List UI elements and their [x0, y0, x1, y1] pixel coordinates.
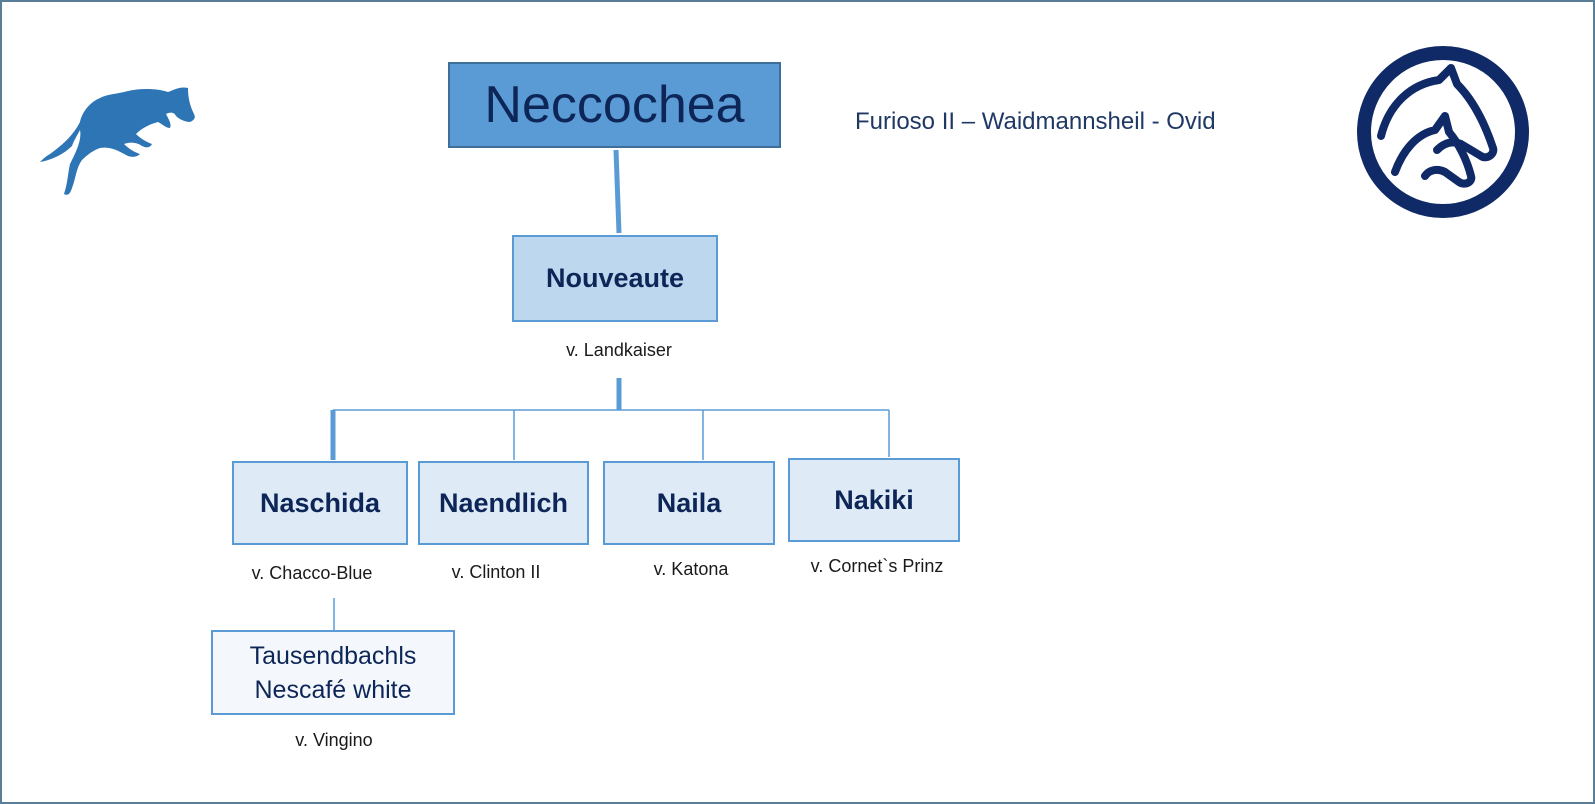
grandchild-horse-box: Tausendbachls Nescafé white: [211, 630, 455, 715]
root-pedigree-text: Furioso II – Waidmannsheil - Ovid: [855, 108, 1216, 135]
child-sire-label: v. Katona: [653, 559, 729, 579]
grandchild-name-line1: Tausendbachls: [249, 641, 417, 670]
connector-root-level1: [613, 149, 622, 234]
root-horse-name: Neccochea: [484, 76, 745, 134]
child-sire-label: v. Clinton II: [451, 562, 541, 582]
horse-head-circle-icon: [1355, 44, 1531, 225]
grandchild-name-line2: Nescafé white: [254, 675, 412, 704]
jumping-horse-icon: [38, 82, 203, 207]
child-box-nakiki: Nakiki: [788, 458, 960, 542]
child-name: Naendlich: [438, 487, 569, 518]
child-name: Naschida: [259, 487, 381, 518]
child-sire-label: v. Cornet`s Prinz: [810, 556, 944, 576]
level1-horse-name: Nouveaute: [545, 263, 685, 293]
child-name: Nakiki: [834, 484, 914, 515]
child-box-naendlich: Naendlich: [418, 461, 589, 545]
level1-horse-box: Nouveaute: [512, 235, 718, 322]
child-sire-label: v. Chacco-Blue: [251, 563, 373, 583]
child-box-naschida: Naschida: [232, 461, 408, 545]
grandchild-sire-label: v. Vingino: [295, 730, 373, 750]
level1-sire-label: v. Landkaiser: [566, 340, 672, 360]
root-horse-box: Neccochea: [448, 62, 781, 148]
child-name: Naila: [656, 487, 722, 518]
child-box-naila: Naila: [603, 461, 775, 545]
